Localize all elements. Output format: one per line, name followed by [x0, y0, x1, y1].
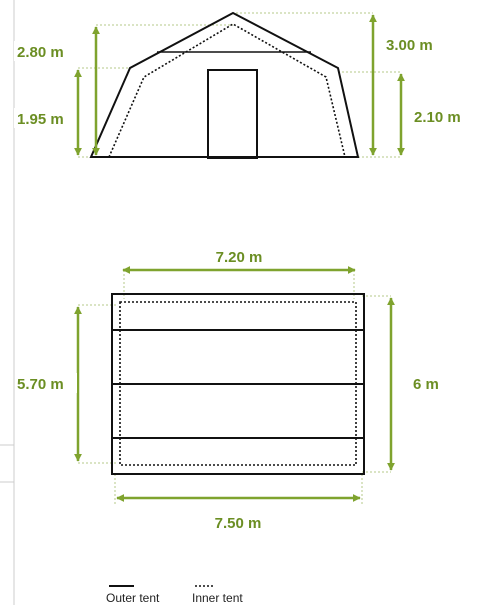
floor-plan: 7.20 m 5.70 m 6 m 7.50 m — [15, 249, 445, 532]
label-inner-width: 7.20 m — [216, 249, 263, 266]
label-inner-depth: 5.70 m — [17, 376, 64, 393]
label-outer-ridge-height: 2.80 m — [17, 44, 64, 61]
legend-outer-label: Outer tent — [106, 591, 160, 605]
front-view: 2.80 m 1.95 m 3.00 m 2.10 m — [14, 11, 461, 159]
tent-door — [207, 69, 258, 159]
label-inner-wall-height: 2.10 m — [414, 109, 461, 126]
legend-inner-label: Inner tent — [192, 591, 243, 605]
label-outer-wall-height: 1.95 m — [17, 111, 64, 128]
label-outer-width: 7.50 m — [215, 515, 262, 532]
label-outer-depth: 6 m — [413, 376, 439, 393]
label-inner-ridge-height: 3.00 m — [386, 37, 433, 54]
outer-tent-front — [89, 11, 360, 158]
legend: Outer tent Inner tent — [106, 585, 243, 605]
plan-guides — [78, 270, 391, 506]
inner-tent-front — [108, 23, 346, 158]
